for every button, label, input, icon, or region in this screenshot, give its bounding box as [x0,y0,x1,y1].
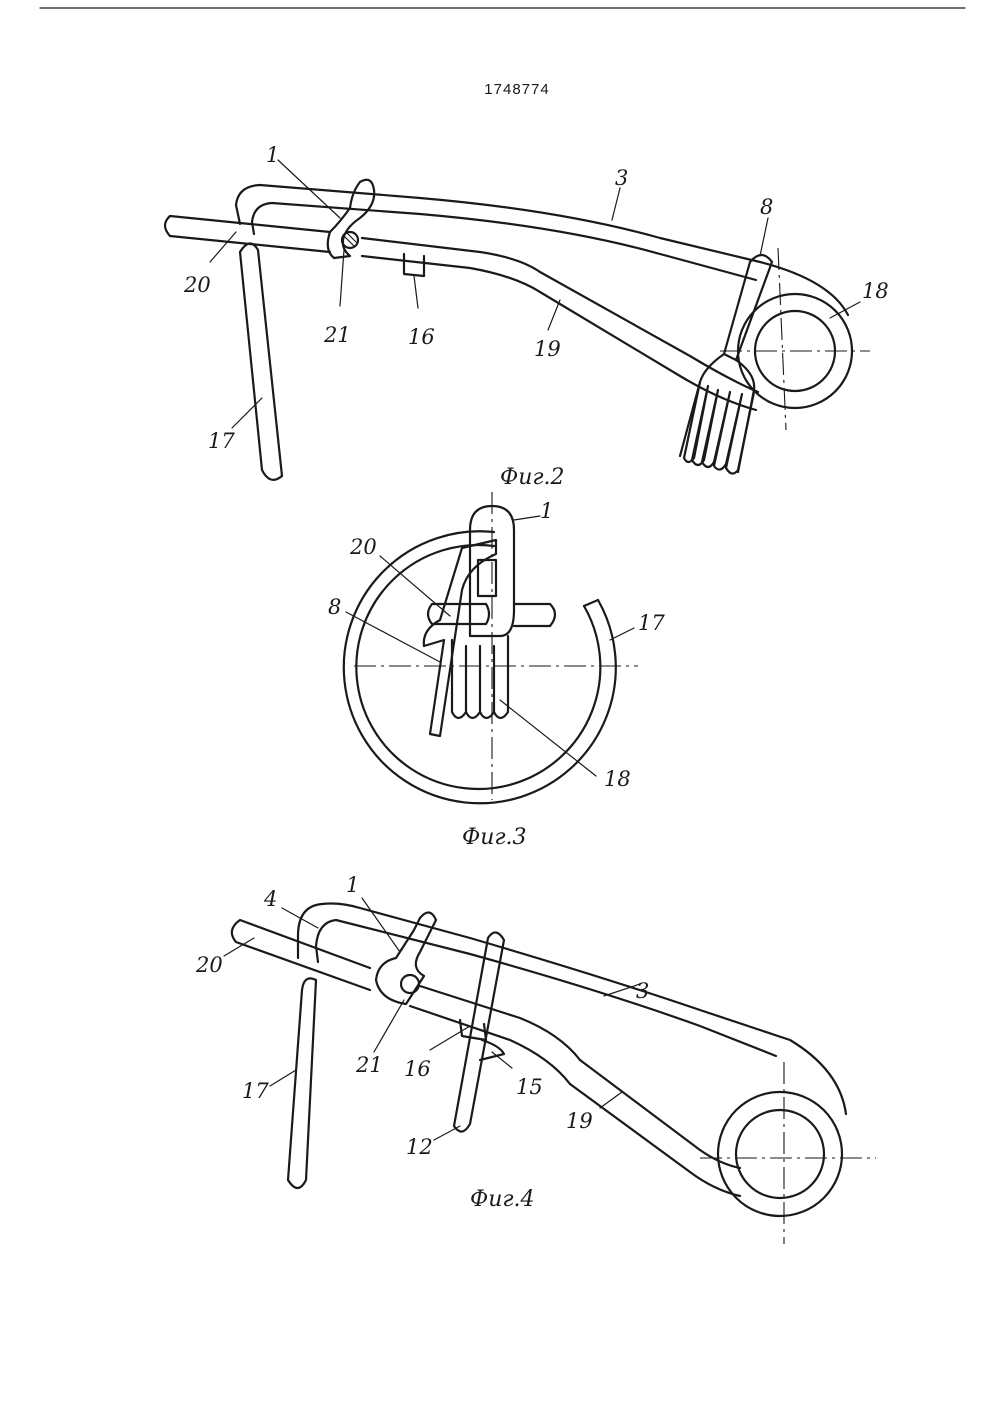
fig2-label-3: 3 [615,166,628,190]
fig2-label-17: 17 [208,429,235,453]
fig3-caption: Фиг.3 [462,825,527,850]
fig3-leaders [345,515,635,777]
fig2-label-20: 20 [183,273,211,297]
fig4-label-21: 21 [355,1053,383,1077]
fig2-pin-21 [340,230,360,250]
fig2-pin-hatch [343,231,357,247]
fig2-rod-20 [163,214,542,274]
fig2-fork-8-handle [722,253,774,362]
figure-4: 4 1 20 3 21 16 15 17 19 12 Фиг.4 [195,873,876,1244]
fig3-label-20: 20 [349,535,377,559]
fig3-label-8: 8 [328,595,341,619]
fig2-frame-inner [250,201,758,282]
fig2-label-21: 21 [323,323,351,347]
fig3-hook-1 [468,504,516,638]
fig4-label-12: 12 [406,1135,433,1159]
fig2-leg-17 [238,242,284,481]
fig3-rod-20 [426,602,557,628]
fig3-label-17: 17 [638,611,665,635]
fig2-fork-8-tines [682,380,756,475]
fig4-rod-12 [452,931,506,1133]
fig4-label-3: 3 [636,979,649,1003]
fig4-frame-leg [296,934,320,964]
fig4-frame-inner [314,918,778,1058]
fig3-hook-slot [476,558,498,598]
fig4-label-17: 17 [242,1079,269,1103]
fig4-label-19: 19 [566,1109,593,1133]
fig4-block-16 [458,1018,488,1042]
document-number: 1748774 [484,81,549,98]
fig2-label-16: 16 [408,325,435,349]
fig3-tines-18 [450,634,510,720]
fig4-label-1: 1 [346,873,359,897]
fig4-label-20: 20 [195,953,223,977]
fig4-bar-19 [568,1058,742,1198]
fig2-bar-19 [538,270,760,394]
fig4-frame-outer [296,902,848,1116]
fig2-leaders [209,159,861,429]
fig3-label-18: 18 [604,767,631,791]
fig4-ring-outer [716,1090,844,1218]
figure-2: 1 3 8 18 20 21 16 19 17 Фиг.2 [163,143,889,490]
fig2-label-18: 18 [862,279,889,303]
fig2-block-16 [402,252,426,278]
fig4-label-16: 16 [404,1057,431,1081]
fig2-caption: Фиг.2 [500,465,565,490]
fig2-frame-outer [234,183,850,317]
fig4-rod-20 [230,918,582,1086]
fig3-ring-17-end [582,598,600,608]
fig2-axis-v [777,247,787,431]
fig2-rod-20-lower [360,254,542,294]
fig2-label-8: 8 [760,195,773,219]
fig4-latch-15 [478,1038,506,1062]
fig2-label-1: 1 [266,143,279,167]
fig3-label-1: 1 [540,499,553,523]
fig3-ring-17-inner [355,543,602,791]
fig3-fork-8 [422,538,498,738]
fig2-label-19: 19 [534,337,561,361]
fig4-leg-17 [286,977,318,1190]
fig3-ring-17-outer [342,530,617,805]
fig4-pin-21 [399,973,421,995]
fig2-bar-19-lower [538,290,758,412]
fig4-label-15: 15 [516,1075,543,1099]
fig4-caption: Фиг.4 [470,1187,535,1212]
fig4-hook-1 [374,911,438,1006]
fig4-leaders [223,897,641,1141]
fig2-frame-leg-outer [234,203,242,226]
fig4-ring-inner [734,1108,826,1200]
figure-3: 1 20 8 17 18 Фиг.3 [328,492,665,850]
fig4-label-4: 4 [263,887,277,911]
